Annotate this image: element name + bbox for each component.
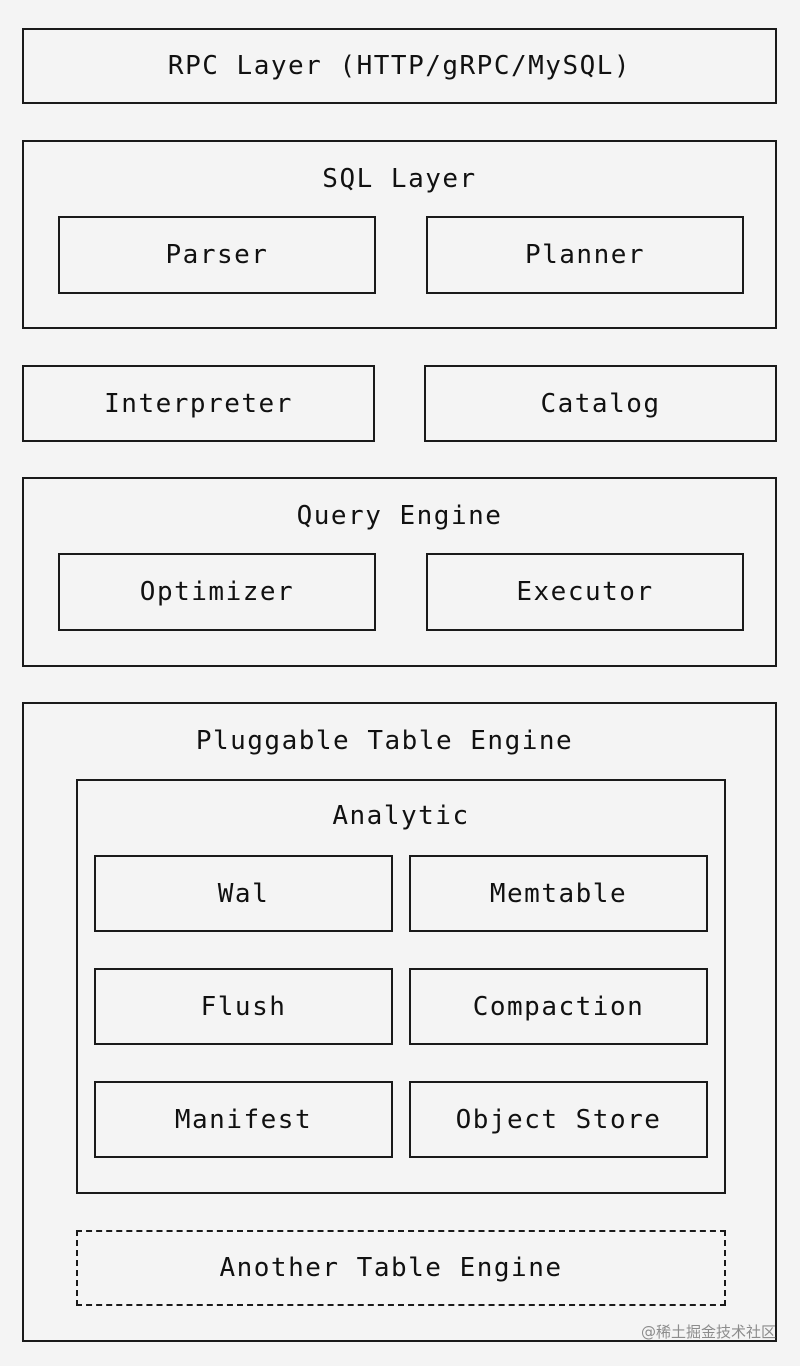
table-engine-box: Pluggable Table Engine Analytic Wal Memt… (22, 702, 777, 1342)
memtable-label: Memtable (489, 878, 628, 909)
executor-box: Executor (426, 553, 744, 631)
query-engine-title: Query Engine (296, 501, 503, 531)
object-store-label: Object Store (455, 1104, 662, 1135)
catalog-label: Catalog (540, 388, 661, 419)
analytic-box: Analytic Wal Memtable Flush Compaction M… (76, 779, 726, 1194)
object-store-box: Object Store (409, 1081, 708, 1158)
optimizer-label: Optimizer (139, 577, 295, 607)
rpc-layer-label: RPC Layer (HTTP/gRPC/MySQL) (167, 51, 632, 81)
interpreter-box: Interpreter (22, 365, 375, 442)
sql-layer-box: SQL Layer Parser Planner (22, 140, 777, 329)
wal-label: Wal (217, 878, 270, 909)
memtable-box: Memtable (409, 855, 708, 932)
optimizer-box: Optimizer (58, 553, 376, 631)
sql-layer-title: SQL Layer (322, 164, 477, 194)
wal-box: Wal (94, 855, 393, 932)
query-engine-box: Query Engine Optimizer Executor (22, 477, 777, 667)
flush-box: Flush (94, 968, 393, 1045)
planner-box: Planner (426, 216, 744, 294)
interpreter-label: Interpreter (104, 388, 293, 419)
planner-label: Planner (524, 240, 646, 270)
catalog-box: Catalog (424, 365, 777, 442)
manifest-box: Manifest (94, 1081, 393, 1158)
parser-label: Parser (165, 240, 269, 270)
compaction-label: Compaction (472, 991, 645, 1022)
table-engine-title: Pluggable Table Engine (195, 726, 574, 756)
executor-label: Executor (516, 577, 654, 607)
analytic-title: Analytic (332, 801, 470, 831)
parser-box: Parser (58, 216, 376, 294)
flush-label: Flush (200, 991, 287, 1022)
another-table-engine-box: Another Table Engine (76, 1230, 726, 1306)
manifest-label: Manifest (174, 1104, 313, 1135)
compaction-box: Compaction (409, 968, 708, 1045)
another-table-engine-label: Another Table Engine (219, 1253, 563, 1283)
rpc-layer-box: RPC Layer (HTTP/gRPC/MySQL) (22, 28, 777, 104)
watermark-text: @稀土掘金技术社区 (640, 1323, 776, 1341)
